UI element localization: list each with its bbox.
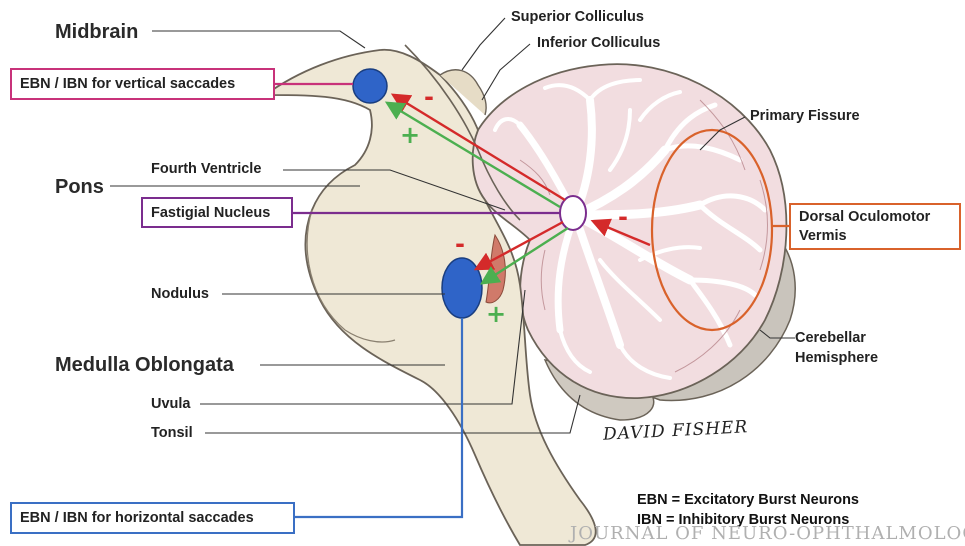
pons-label: Pons bbox=[55, 177, 104, 197]
cerebellar-hemisphere-label-1: Cerebellar bbox=[795, 331, 866, 346]
journal-watermark: JOURNAL OF NEURO-OPHTHALMOLOGY bbox=[570, 523, 965, 544]
legend-ebn: EBN = Excitatory Burst Neurons bbox=[637, 493, 859, 508]
dov-box-line2: Vermis bbox=[799, 228, 847, 244]
midbrain-label: Midbrain bbox=[55, 22, 138, 42]
horizontal-ebn-nucleus bbox=[442, 258, 482, 318]
minus-sign-vertical: - bbox=[424, 85, 434, 109]
horizontal-saccades-box: EBN / IBN for horizontal saccades bbox=[10, 502, 295, 534]
fastigial-nucleus-box: Fastigial Nucleus bbox=[141, 197, 293, 228]
superior-colliculus-label: Superior Colliculus bbox=[511, 10, 644, 25]
inferior-colliculus-label: Inferior Colliculus bbox=[537, 36, 660, 51]
dov-box: Dorsal Oculomotor Vermis bbox=[789, 203, 961, 250]
minus-sign-dov: - bbox=[618, 205, 628, 229]
vertical-ebn-nucleus bbox=[353, 69, 387, 103]
uvula-label: Uvula bbox=[151, 397, 191, 412]
plus-sign-vertical: + bbox=[400, 123, 420, 147]
fourth-ventricle-label: Fourth Ventricle bbox=[151, 162, 261, 177]
fastigial-nucleus bbox=[560, 196, 586, 230]
minus-sign-horizontal: - bbox=[455, 232, 465, 256]
tonsil-label: Tonsil bbox=[151, 426, 193, 441]
dov-box-line1: Dorsal Oculomotor bbox=[799, 209, 930, 225]
nodulus-label: Nodulus bbox=[151, 287, 209, 302]
primary-fissure-label: Primary Fissure bbox=[750, 109, 860, 124]
vertical-saccades-box: EBN / IBN for vertical saccades bbox=[10, 68, 275, 100]
cerebellar-hemisphere-label-2: Hemisphere bbox=[795, 351, 878, 366]
plus-sign-horizontal: + bbox=[486, 302, 506, 326]
medulla-label: Medulla Oblongata bbox=[55, 355, 234, 375]
